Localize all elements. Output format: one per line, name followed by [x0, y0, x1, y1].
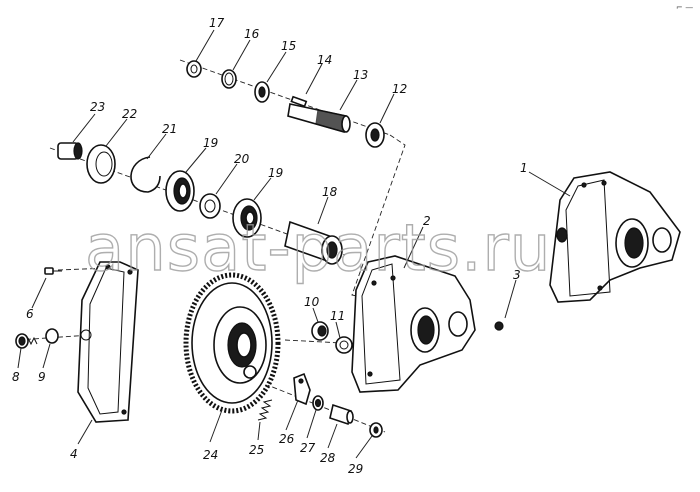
callout-20: 20: [234, 152, 250, 166]
corner-mark: ⌐ —: [676, 3, 693, 12]
callout-17: 17: [209, 16, 225, 30]
part-12-bearing: [365, 122, 385, 148]
callout-8: 8: [12, 370, 20, 384]
part-23-bearing: [57, 142, 83, 160]
callout-3: 3: [513, 268, 521, 282]
part-14-key: [290, 95, 308, 108]
part-17-washer: [186, 60, 202, 78]
part-26-bracket: [293, 372, 311, 406]
part-9-washer: [45, 328, 59, 344]
part-19-bearing-left: [165, 170, 195, 212]
callout-28: 28: [320, 451, 336, 465]
part-11-ring: [335, 336, 353, 354]
callout-22: 22: [122, 107, 137, 121]
callout-23: 23: [90, 100, 105, 114]
part-6-screw: [44, 267, 62, 275]
part-8-plug: [15, 333, 38, 349]
part-20-washer: [199, 193, 221, 219]
part-28-pin: [329, 403, 354, 426]
part-2-housing: [351, 255, 476, 393]
callout-27: 27: [300, 441, 316, 455]
callout-18: 18: [322, 185, 338, 199]
callout-26: 26: [279, 432, 295, 446]
part-25-spring: [257, 399, 273, 421]
part-18-splined-hub: [284, 220, 343, 265]
part-24-gear: [183, 272, 281, 414]
part-19-bearing-right: [232, 198, 262, 238]
callout-2: 2: [423, 214, 431, 228]
callout-9: 9: [38, 370, 46, 384]
callout-1: 1: [520, 161, 528, 175]
leader-lines: [17, 29, 571, 459]
part-1-housing-assembly: [549, 171, 681, 303]
part-16-snap-ring: [221, 69, 237, 89]
part-27-bushing: [312, 395, 324, 411]
callout-16: 16: [244, 27, 260, 41]
callout-14: 14: [317, 53, 332, 67]
upper-shaft-axis: [179, 59, 391, 136]
callout-13: 13: [353, 68, 368, 82]
callout-4: 4: [70, 447, 78, 461]
watermark-text: ansat-parts.ru: [85, 212, 551, 286]
callout-12: 12: [392, 82, 407, 96]
callout-24: 24: [203, 448, 218, 462]
part-13-splined-shaft: [287, 103, 351, 134]
callout-15: 15: [281, 39, 296, 53]
part-4-cover-plate: [77, 261, 139, 423]
callout-29: 29: [348, 462, 363, 476]
part-3-plug: [494, 321, 504, 331]
callout-21: 21: [162, 122, 177, 136]
callout-6: 6: [26, 307, 34, 321]
part-21-retaining-ring: [130, 156, 161, 193]
callout-19-left: 19: [203, 136, 218, 150]
part-22-seal: [86, 144, 116, 184]
callout-10: 10: [304, 295, 320, 309]
callout-19-right: 19: [268, 166, 283, 180]
part-15-bearing: [254, 81, 270, 103]
callout-11: 11: [330, 309, 345, 323]
callout-25: 25: [249, 443, 264, 457]
part-29-nut: [369, 422, 383, 438]
part-10-bushing: [311, 321, 329, 341]
